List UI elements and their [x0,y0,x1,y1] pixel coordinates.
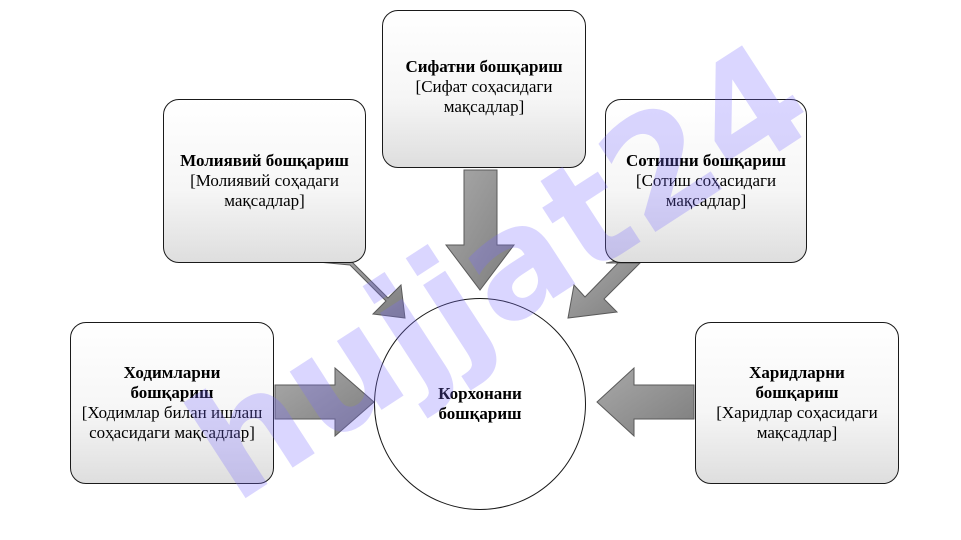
node-finance-desc: [Молиявий соҳадаги мақсадлар] [190,171,339,210]
center-label-line2: бошқариш [438,404,522,423]
node-purchase-desc: [Харидлар соҳасидаги мақсадлар] [716,403,878,442]
node-sales-title: Сотишни бошқариш [626,151,786,170]
arrow-purchase [596,366,695,438]
node-purchase-title: Харидларни бошқариш [749,363,845,402]
node-finance-title: Молиявий бошқариш [180,151,349,170]
node-staff-management: Ходимларни бошқариш [Ходимлар билан ишла… [70,322,274,484]
node-staff-title: Ходимларни бошқариш [123,363,221,402]
node-quality-title: Сифатни бошқариш [405,57,563,76]
arrow-staff [274,366,375,438]
center-enterprise-management: Корхонани бошқариш [374,298,586,510]
node-sales-desc: [Сотиш соҳасидаги мақсадлар] [635,171,777,210]
node-purchase-management: Харидларни бошқариш [Харидлар соҳасидаги… [695,322,899,484]
center-label-line1: Корхонани [438,384,522,403]
node-quality-desc: [Сифат соҳасидаги мақсадлар] [415,77,553,116]
node-sales-management: Сотишни бошқариш [Сотиш соҳасидаги мақса… [605,99,807,263]
arrow-finance [317,261,406,319]
node-quality-management: Сифатни бошқариш [Сифат соҳасидаги мақса… [382,10,586,168]
node-staff-desc: [Ходимлар билан ишлаш соҳасидаги мақсадл… [81,403,263,442]
arrow-quality [444,169,516,291]
node-finance-management: Молиявий бошқариш [Молиявий соҳадаги мақ… [163,99,366,263]
arrow-sales [567,259,642,319]
